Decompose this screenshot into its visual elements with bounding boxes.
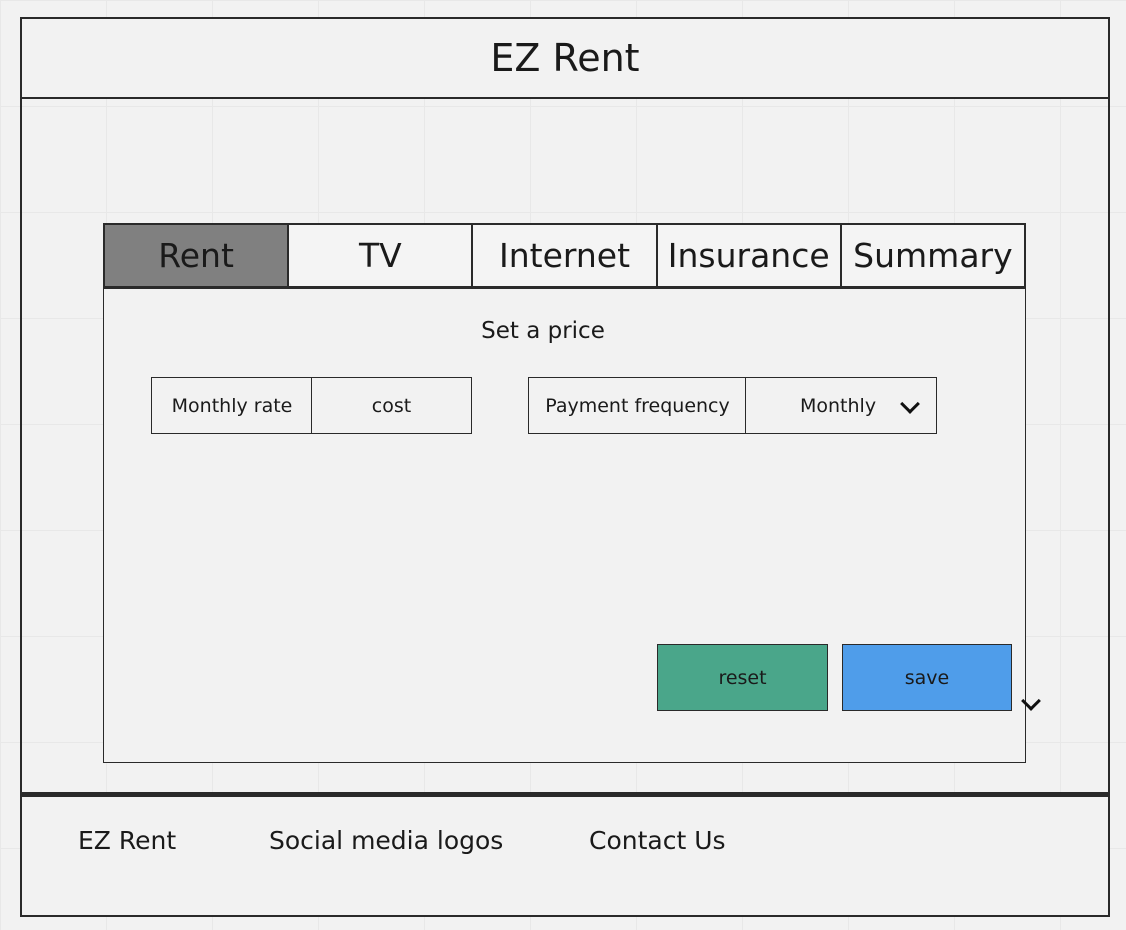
footer-divider — [20, 792, 1110, 795]
tab-tv[interactable]: TV — [289, 223, 474, 286]
tab-rent[interactable]: Rent — [103, 223, 290, 286]
app-title: EZ Rent — [490, 36, 640, 80]
payment-frequency-label: Payment frequency — [528, 377, 747, 434]
reset-button-label: reset — [718, 666, 767, 689]
footer-contact-link[interactable]: Contact Us — [589, 826, 726, 855]
reset-button[interactable]: reset — [657, 644, 828, 711]
tab-label: Summary — [853, 236, 1013, 275]
tab-label: TV — [358, 236, 402, 275]
tab-label: Rent — [158, 236, 234, 275]
payment-frequency-value: Monthly — [800, 394, 877, 417]
payment-frequency-label-text: Payment frequency — [545, 394, 730, 417]
page-footer — [20, 795, 1110, 917]
form-heading: Set a price — [481, 318, 605, 344]
save-button-label: save — [904, 666, 950, 689]
tab-summary[interactable]: Summary — [841, 223, 1027, 286]
save-button[interactable]: save — [842, 644, 1012, 711]
payment-frequency-select[interactable]: Monthly — [745, 377, 937, 434]
tab-internet[interactable]: Internet — [473, 223, 658, 286]
page-header: EZ Rent — [20, 17, 1110, 99]
chevron-down-icon[interactable] — [900, 394, 920, 414]
monthly-rate-label: Monthly rate — [151, 377, 313, 434]
monthly-rate-label-text: Monthly rate — [171, 394, 293, 417]
footer-social-links[interactable]: Social media logos — [269, 826, 504, 855]
footer-brand[interactable]: EZ Rent — [78, 826, 177, 855]
tab-bar: Rent TV Internet Insurance Summary — [103, 223, 1027, 289]
cost-input-value: cost — [371, 394, 412, 417]
tab-insurance[interactable]: Insurance — [657, 223, 842, 286]
tab-label: Internet — [498, 236, 631, 275]
cost-input[interactable]: cost — [311, 377, 472, 434]
tab-label: Insurance — [667, 236, 830, 275]
